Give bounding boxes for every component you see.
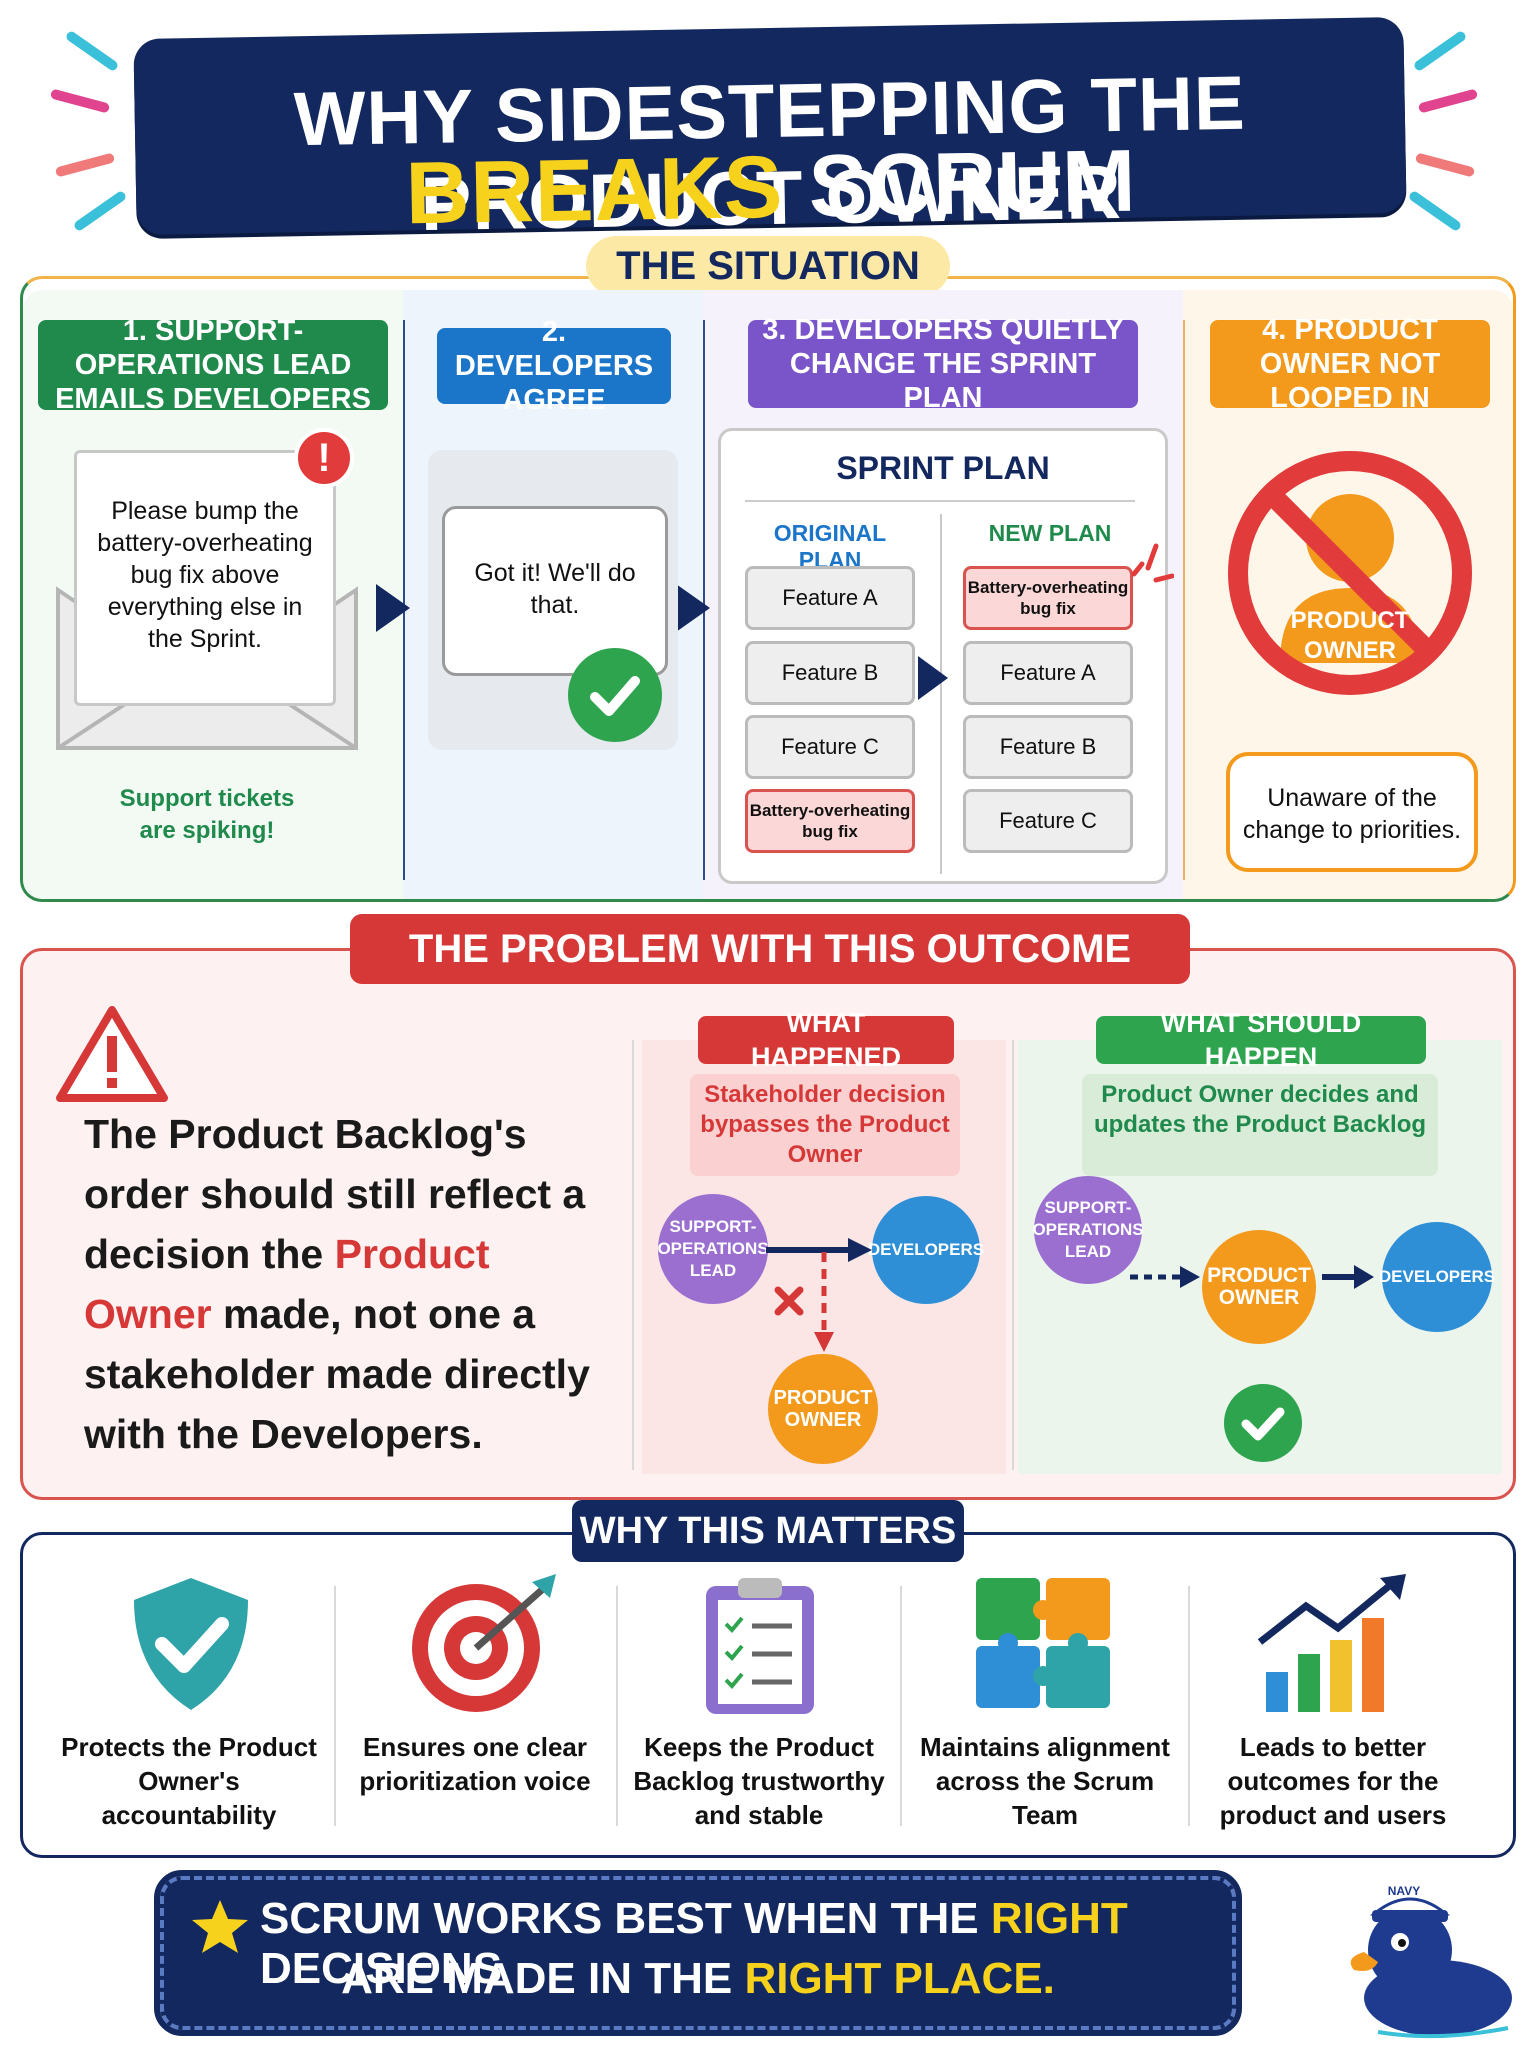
why-header: WHY THIS MATTERS bbox=[572, 1500, 964, 1562]
po-thought-bubble: Unaware of the change to priorities. bbox=[1226, 752, 1478, 872]
dashed-arrow-icon bbox=[1130, 1266, 1200, 1288]
bypass-arrows bbox=[766, 1238, 872, 1352]
arrow-right-icon bbox=[1322, 1265, 1374, 1289]
mascot-hat-label: NAVY bbox=[1387, 1884, 1421, 1898]
clipboard-icon bbox=[706, 1578, 814, 1714]
emphasis-marks-icon bbox=[1131, 543, 1174, 583]
target-icon bbox=[412, 1574, 556, 1712]
column-divider bbox=[1183, 320, 1185, 880]
footer-text: SCRUM WORKS BEST WHEN THE bbox=[260, 1894, 991, 1943]
step-1-label: 1. SUPPORT-OPERATIONS LEAD EMAILS DEVELO… bbox=[38, 315, 388, 415]
title-banner: WHY SIDESTEPPING THE PRODUCT OWNER BREAK… bbox=[133, 16, 1407, 247]
footer-text: ARE MADE IN THE bbox=[341, 1954, 745, 2003]
new-plan-item: Feature A bbox=[963, 641, 1133, 705]
why-item-4: Maintains alignment across the Scrum Tea… bbox=[920, 1732, 1170, 1830]
why-item-1: Protects the Product Owner's accountabil… bbox=[61, 1732, 317, 1830]
step-4-label: 4. PRODUCT OWNER NOT LOOPED IN bbox=[1210, 314, 1490, 414]
situation-header: THE SITUATION bbox=[586, 236, 950, 296]
original-plan-item: Feature C bbox=[745, 715, 915, 779]
problem-divider bbox=[1012, 1040, 1014, 1470]
warning-icon bbox=[56, 1006, 168, 1102]
new-plan-label: NEW PLAN bbox=[988, 520, 1112, 546]
spark-decoration bbox=[1412, 29, 1468, 73]
arrow-right-icon bbox=[376, 584, 410, 632]
statement-text: made, not one a stakeholder made directl… bbox=[84, 1291, 590, 1457]
title-rest: SCRUM bbox=[807, 130, 1138, 236]
statement-text: The Product Backlog's order should still… bbox=[84, 1111, 586, 1277]
should-header: WHAT SHOULD HAPPEN bbox=[1096, 1008, 1426, 1072]
growth-chart-icon bbox=[1257, 1574, 1406, 1712]
new-plan-item: Feature B bbox=[963, 715, 1133, 779]
why-item-5: Leads to better outcomes for the product… bbox=[1219, 1732, 1447, 1830]
support-lead-node: SUPPORT-OPERATIONS LEAD bbox=[1032, 1176, 1144, 1284]
star-icon bbox=[192, 1900, 248, 1953]
developers-node: DEVELOPERS bbox=[1379, 1222, 1495, 1332]
problem-statement: The Product Backlog's order should still… bbox=[84, 1104, 614, 1464]
reply-card: Got it! We'll do that. bbox=[442, 506, 668, 676]
footer-highlight: RIGHT PLACE. bbox=[744, 1954, 1055, 2003]
spark-decoration bbox=[54, 152, 116, 178]
check-icon bbox=[1224, 1384, 1302, 1462]
why-item-2: Ensures one clear prioritization voice bbox=[359, 1732, 591, 1796]
why-divider bbox=[900, 1586, 902, 1826]
statement-highlight: Product Owner bbox=[84, 1231, 490, 1337]
step-3-label: 3. DEVELOPERS QUIETLY CHANGE THE SPRINT … bbox=[748, 314, 1138, 414]
spark-decoration bbox=[1417, 88, 1479, 114]
puzzle-icon bbox=[976, 1578, 1110, 1708]
spark-decoration bbox=[72, 189, 128, 233]
spark-decoration bbox=[1407, 189, 1463, 233]
developers-node: DEVELOPERS bbox=[868, 1196, 984, 1304]
arrow-right-icon bbox=[676, 584, 710, 632]
plan-rule bbox=[745, 500, 1135, 502]
email-note: Please bump the battery-overheating bug … bbox=[74, 450, 336, 706]
should-text: Product Owner decides and updates the Pr… bbox=[1082, 1074, 1438, 1176]
support-lead-node: SUPPORT-OPERATIONS LEAD bbox=[657, 1194, 769, 1304]
duck-mascot-icon bbox=[1350, 1897, 1512, 2039]
new-plan-item: Feature C bbox=[963, 789, 1133, 853]
problem-divider bbox=[632, 1040, 634, 1470]
why-divider bbox=[1188, 1586, 1190, 1826]
spark-decoration bbox=[1414, 152, 1476, 178]
footer-highlight: RIGHT bbox=[990, 1894, 1128, 1943]
footer-line-2: ARE MADE IN THE RIGHT PLACE. bbox=[160, 1954, 1236, 2004]
po-node: PRODUCT OWNER bbox=[1202, 1230, 1316, 1344]
problem-header: THE PROBLEM WITH THIS OUTCOME bbox=[350, 914, 1190, 984]
happened-text: Stakeholder decision bypasses the Produc… bbox=[690, 1074, 960, 1176]
arrow-right-icon bbox=[918, 656, 948, 700]
po-label: PRODUCT OWNER bbox=[1290, 607, 1410, 664]
step-2-label: 2. DEVELOPERS AGREE bbox=[437, 316, 671, 416]
original-plan-item: Feature B bbox=[745, 641, 915, 705]
footer-banner bbox=[154, 1870, 1242, 2036]
new-plan-bugfix: Battery-overheating bug fix bbox=[963, 566, 1133, 630]
po-node: PRODUCT OWNER bbox=[768, 1354, 878, 1464]
spark-decoration bbox=[49, 88, 111, 114]
footer-text: DECISIONS bbox=[260, 1944, 503, 1993]
person-prohibited-icon bbox=[1228, 451, 1472, 695]
spark-decoration bbox=[64, 29, 120, 73]
original-plan-item: Feature A bbox=[745, 566, 915, 630]
title-highlight: BREAKS bbox=[404, 136, 785, 243]
shield-icon bbox=[134, 1578, 248, 1710]
why-divider bbox=[616, 1586, 618, 1826]
original-plan-bugfix: Battery-overheating bug fix bbox=[745, 789, 915, 853]
sprint-plan-title: SPRINT PLAN bbox=[836, 450, 1050, 486]
why-item-3: Keeps the Product Backlog trustworthy an… bbox=[633, 1732, 885, 1830]
alert-icon: ! bbox=[294, 428, 354, 488]
check-icon bbox=[568, 648, 662, 742]
footer-line-1: SCRUM WORKS BEST WHEN THE RIGHT DECISION… bbox=[260, 1894, 1200, 1994]
email-caption: Support tickets are spiking! bbox=[119, 785, 295, 844]
why-divider bbox=[334, 1586, 336, 1826]
happened-header: WHAT HAPPENED bbox=[698, 1008, 954, 1072]
